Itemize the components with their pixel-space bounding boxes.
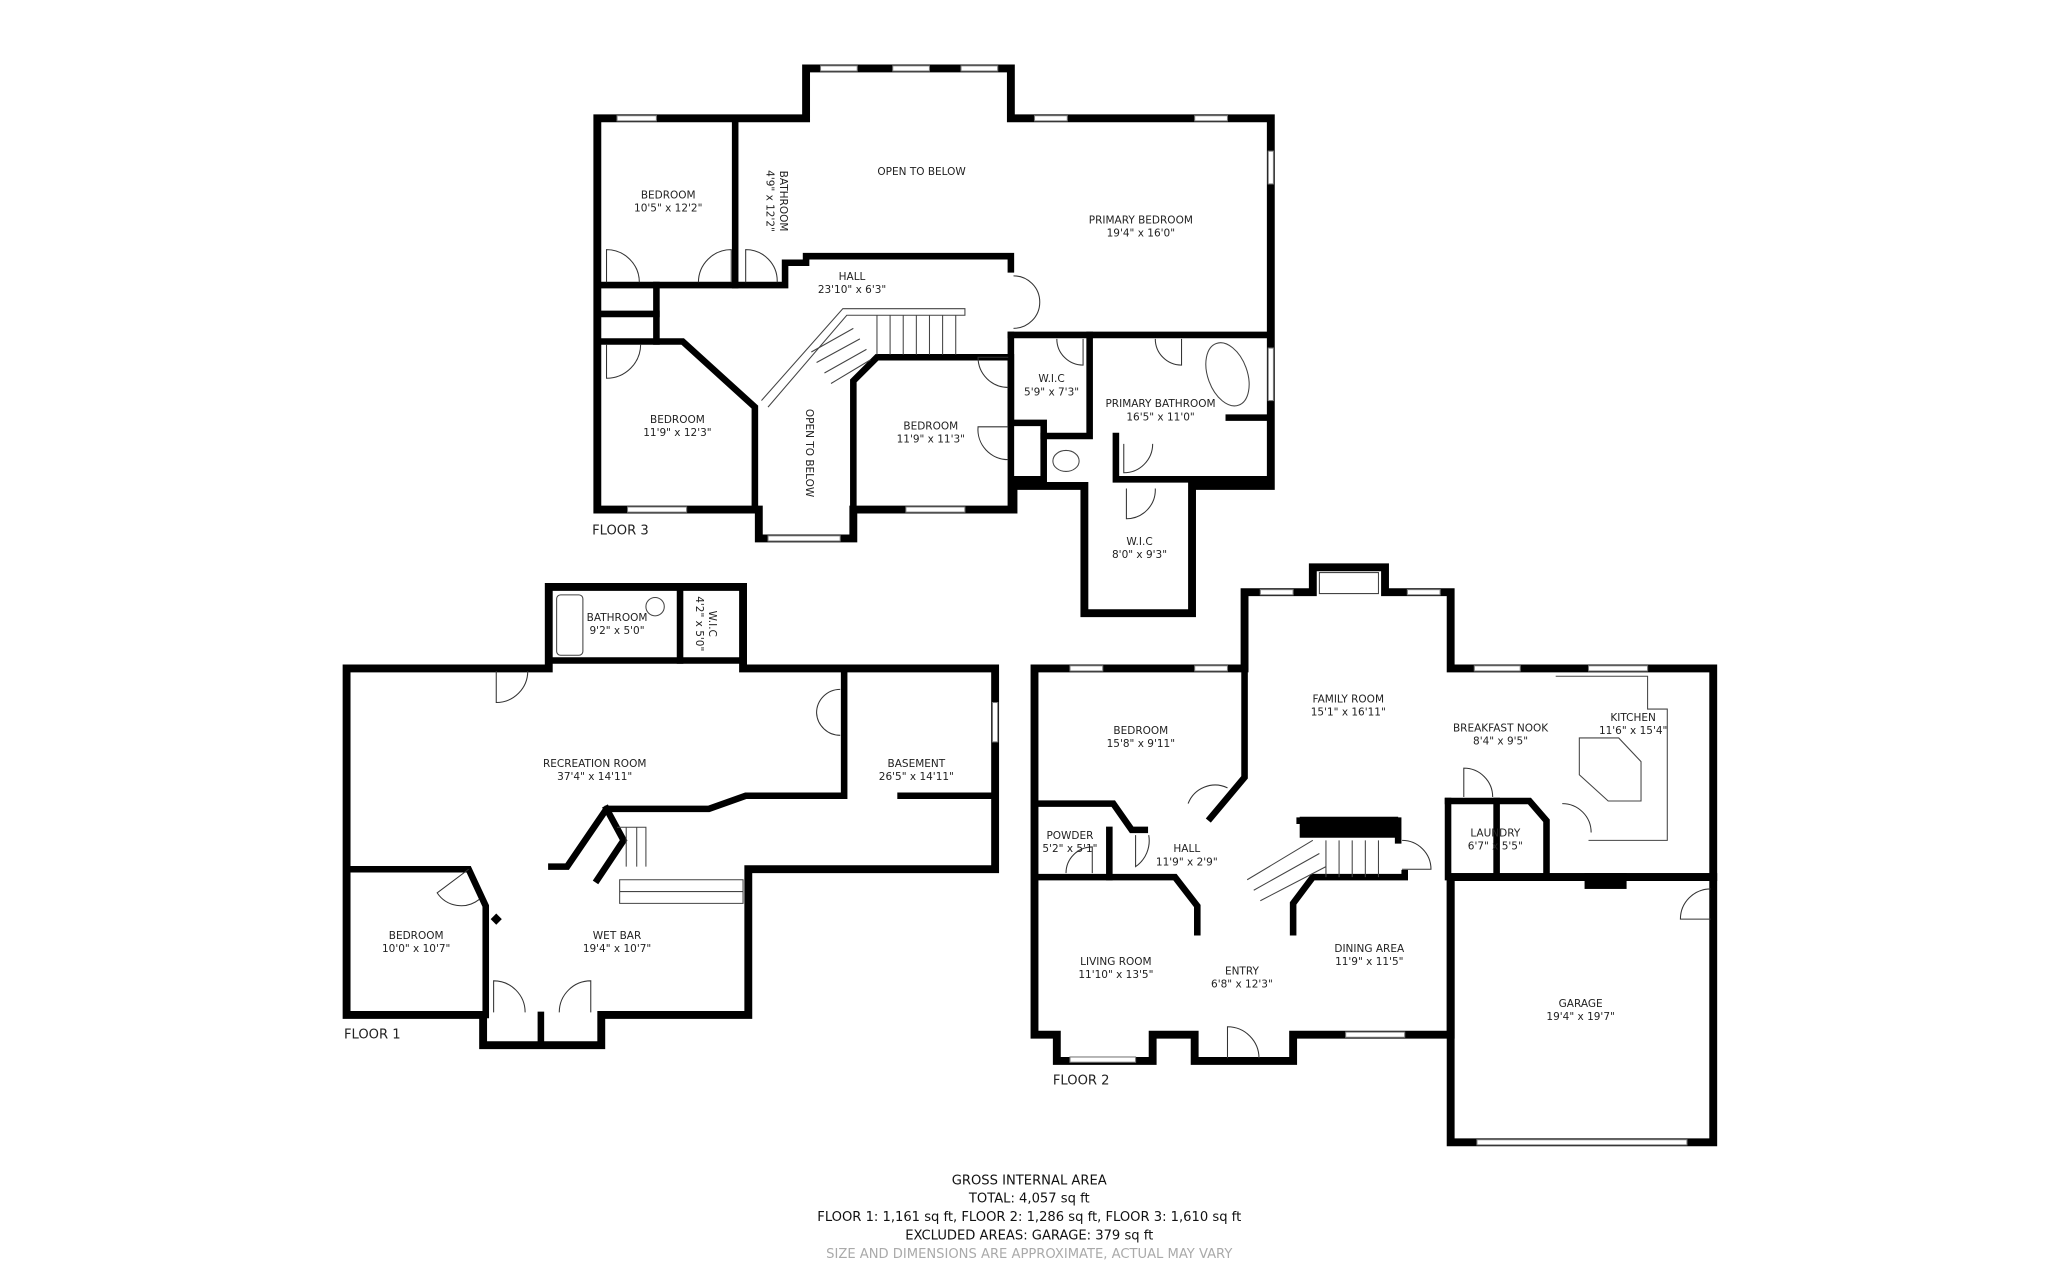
room-name: KITCHEN: [1610, 712, 1656, 724]
room-dims: 4'2" x 5'0": [693, 596, 705, 651]
room-dims: 11'9" x 11'3": [897, 434, 965, 446]
room-dims: 37'4" x 14'11": [557, 771, 632, 783]
room-dims: 6'7" x 5'5": [1468, 841, 1523, 853]
room-dims: 5'9" x 7'3": [1024, 386, 1079, 398]
room-name: DINING AREA: [1334, 943, 1405, 955]
summary-title: GROSS INTERNAL AREA: [952, 1173, 1107, 1188]
room-name: BEDROOM: [1113, 725, 1168, 737]
room-dims: 19'4" x 10'7": [583, 943, 651, 955]
room-dims: 15'1" x 16'11": [1311, 707, 1386, 719]
room-dims: 11'9" x 2'9": [1156, 856, 1218, 868]
room-name: BEDROOM: [903, 420, 958, 432]
floor-2-label: FLOOR 2: [1053, 1074, 1110, 1089]
room-dims: 8'4" x 9'5": [1473, 736, 1528, 748]
room-name: BEDROOM: [641, 189, 696, 201]
room-name: LAUNDRY: [1470, 827, 1521, 839]
room-name: HALL: [1173, 843, 1200, 855]
room-name: GARAGE: [1559, 998, 1603, 1010]
floor-1-label: FLOOR 1: [344, 1028, 401, 1043]
summary-total: TOTAL: 4,057 sq ft: [968, 1192, 1090, 1207]
room-dims: 4'9" x 12'2": [764, 170, 776, 232]
room-name: BASEMENT: [888, 758, 946, 770]
room-name: OPEN TO BELOW: [877, 166, 966, 178]
room-name: BATHROOM: [587, 612, 648, 624]
room-name: WET BAR: [593, 930, 641, 942]
room-name: LIVING ROOM: [1080, 956, 1151, 968]
room-dims: 26'5" x 14'11": [879, 771, 954, 783]
room-dims: 5'2" x 5'1": [1042, 843, 1097, 855]
room-dims: 15'8" x 9'11": [1107, 738, 1175, 750]
area-summary: GROSS INTERNAL AREA TOTAL: 4,057 sq ft F…: [817, 1173, 1241, 1262]
room-name: W.I.C: [706, 611, 718, 637]
room-name: POWDER: [1046, 830, 1093, 842]
room-dims: 6'8" x 12'3": [1211, 978, 1273, 990]
room-name: W.I.C: [1038, 373, 1064, 385]
room-name: BREAKFAST NOOK: [1453, 722, 1549, 734]
floor-3-label: FLOOR 3: [592, 523, 649, 538]
room-name: BEDROOM: [389, 930, 444, 942]
room-name: ENTRY: [1225, 965, 1260, 977]
summary-disclaimer: SIZE AND DIMENSIONS ARE APPROXIMATE, ACT…: [826, 1247, 1233, 1262]
room-name: PRIMARY BEDROOM: [1089, 214, 1193, 226]
summary-floors: FLOOR 1: 1,161 sq ft, FLOOR 2: 1,286 sq …: [817, 1210, 1241, 1225]
room-dims: 19'4" x 16'0": [1107, 227, 1175, 239]
summary-excluded: EXCLUDED AREAS: GARAGE: 379 sq ft: [905, 1228, 1153, 1243]
room-dims: 19'4" x 19'7": [1546, 1011, 1614, 1023]
room-name: RECREATION ROOM: [543, 758, 646, 770]
room-dims: 16'5" x 11'0": [1126, 411, 1194, 423]
room-dims: 11'6" x 15'4": [1599, 725, 1667, 737]
room-name: BATHROOM: [777, 171, 789, 232]
room-name: BEDROOM: [650, 414, 705, 426]
room-name: W.I.C: [1126, 536, 1152, 548]
room-name: HALL: [839, 271, 866, 283]
room-dims: 11'9" x 12'3": [643, 427, 711, 439]
room-name: OPEN TO BELOW: [803, 409, 815, 498]
room-dims: 8'0" x 9'3": [1112, 549, 1167, 561]
floor-1-plan: FLOOR 1 BATHROOM 9'2" x 5'0" W.I.C 4'2" …: [342, 583, 1000, 1050]
room-dims: 11'10" x 13'5": [1078, 969, 1153, 981]
floor-3-plan: FLOOR 3 BEDROOM 10'5" x 12'2" BATHROOM 4…: [592, 64, 1275, 618]
room-name: FAMILY ROOM: [1313, 694, 1385, 706]
room-dims: 10'0" x 10'7": [382, 943, 450, 955]
room-dims: 10'5" x 12'2": [634, 203, 702, 215]
floor-2-plan: FLOOR 2 BEDROOM 15'8" x 9'11" FAMILY ROO…: [1030, 563, 1718, 1147]
room-name: PRIMARY BATHROOM: [1105, 398, 1215, 410]
room-dims: 9'2" x 5'0": [590, 625, 645, 637]
room-dims: 11'9" x 11'5": [1335, 956, 1403, 968]
room-dims: 23'10" x 6'3": [818, 284, 886, 296]
